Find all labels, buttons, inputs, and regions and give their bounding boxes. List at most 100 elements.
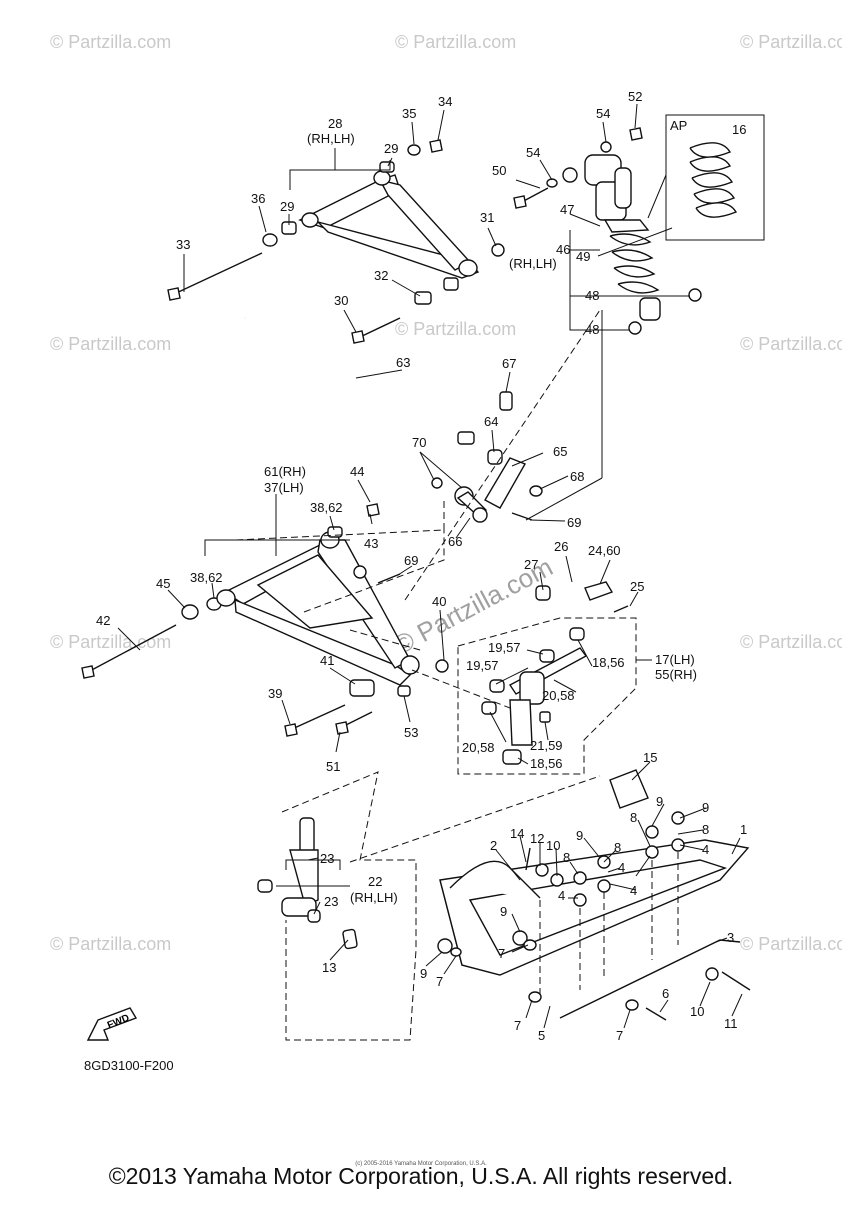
callout-31: 31 xyxy=(480,210,494,225)
callout-36: 36 xyxy=(251,191,265,206)
inset-ap-label: AP xyxy=(670,118,687,133)
callout-labels: 33 36 29 28 (RH,LH) 29 35 34 31 32 30 63… xyxy=(96,89,747,1043)
callout-4b: 4 xyxy=(630,883,637,898)
callout-70: 70 xyxy=(412,435,426,450)
callout-18-56: 18,56 xyxy=(592,655,625,670)
callout-47: 47 xyxy=(560,202,574,217)
callout-6: 6 xyxy=(662,986,669,1001)
callout-4c: 4 xyxy=(618,860,625,875)
callout-69b: 69 xyxy=(404,553,418,568)
watermarks: © Partzilla.com © Partzilla.com © Partzi… xyxy=(50,32,842,954)
forward-arrow-icon: FWD xyxy=(86,1007,138,1041)
watermark: © Partzilla.com xyxy=(740,632,842,652)
callout-7d: 7 xyxy=(616,1028,623,1043)
callout-21-59: 21,59 xyxy=(530,738,563,753)
shock-absorber-assembly xyxy=(513,127,702,335)
callout-23: 23 xyxy=(320,851,334,866)
watermark: © Partzilla.com xyxy=(395,319,516,339)
callout-38-62b: 38,62 xyxy=(190,570,223,585)
callout-5: 5 xyxy=(538,1028,545,1043)
callout-40: 40 xyxy=(432,594,446,609)
callout-48b: 48 xyxy=(585,322,599,337)
callout-35: 35 xyxy=(402,106,416,121)
upper-arm-assembly xyxy=(167,139,505,344)
callout-48: 48 xyxy=(585,288,599,303)
callout-68: 68 xyxy=(570,469,584,484)
callout-4d: 4 xyxy=(558,888,565,903)
callout-18-56b: 18,56 xyxy=(530,756,563,771)
watermark: © Partzilla.com xyxy=(740,334,842,354)
fine-print-copyright: (c) 2005-2016 Yamaha Motor Corporation, … xyxy=(355,1161,487,1167)
callout-14: 14 xyxy=(510,826,524,841)
callout-25: 25 xyxy=(630,579,644,594)
ski-spindle xyxy=(257,817,358,950)
callout-50: 50 xyxy=(492,163,506,178)
callout-61: 61(RH) xyxy=(264,464,306,479)
callout-29: 29 xyxy=(280,199,294,214)
callout-8c: 8 xyxy=(614,840,621,855)
callout-7a: 7 xyxy=(498,946,505,961)
callout-10a: 10 xyxy=(546,838,560,853)
watermark: © Partzilla.com xyxy=(50,334,171,354)
callout-28-sides: (RH,LH) xyxy=(307,131,355,146)
copyright-notice: ©2013 Yamaha Motor Corporation, U.S.A. A… xyxy=(108,1163,734,1189)
callout-46: 46 xyxy=(556,242,570,257)
callout-2: 2 xyxy=(490,838,497,853)
callout-54b: 54 xyxy=(596,106,610,121)
callout-67: 67 xyxy=(502,356,516,371)
diagram-code: 8GD3100-F200 xyxy=(84,1058,174,1073)
callout-32: 32 xyxy=(374,268,388,283)
callout-10b: 10 xyxy=(690,1004,704,1019)
watermark: © Partzilla.com xyxy=(50,934,171,954)
link-bracket xyxy=(431,391,543,523)
callout-54: 54 xyxy=(526,145,540,160)
callout-51: 51 xyxy=(326,759,340,774)
callout-26: 26 xyxy=(554,539,568,554)
callout-44: 44 xyxy=(350,464,364,479)
callout-23b: 23 xyxy=(324,894,338,909)
callout-63: 63 xyxy=(396,355,410,370)
watermark: © Partzilla.com xyxy=(50,632,171,652)
callout-4a: 4 xyxy=(702,842,709,857)
callout-34: 34 xyxy=(438,94,452,109)
callout-9b: 9 xyxy=(656,794,663,809)
callout-1: 1 xyxy=(740,822,747,837)
callout-43: 43 xyxy=(364,536,378,551)
callout-29b: 29 xyxy=(384,141,398,156)
callout-53: 53 xyxy=(404,725,418,740)
callout-9e: 9 xyxy=(420,966,427,981)
spring-inset xyxy=(647,114,765,241)
callout-42: 42 xyxy=(96,613,110,628)
callout-22: 22 xyxy=(368,874,382,889)
callout-28: 28 xyxy=(328,116,342,131)
callout-8b: 8 xyxy=(630,810,637,825)
callout-55: 55(RH) xyxy=(655,667,697,682)
callout-27: 27 xyxy=(524,557,538,572)
callout-15: 15 xyxy=(643,750,657,765)
callout-33: 33 xyxy=(176,237,190,252)
callout-46-sides: (RH,LH) xyxy=(509,256,557,271)
callout-9d: 9 xyxy=(500,904,507,919)
callout-19-57: 19,57 xyxy=(488,640,521,655)
callout-38-62: 38,62 xyxy=(310,500,343,515)
watermark: © Partzilla.com xyxy=(740,32,842,52)
callout-52: 52 xyxy=(628,89,642,104)
callout-8d: 8 xyxy=(563,850,570,865)
callout-19-57b: 19,57 xyxy=(466,658,499,673)
leader-lines xyxy=(117,103,743,1041)
callout-66: 66 xyxy=(448,534,462,549)
callout-65: 65 xyxy=(553,444,567,459)
callout-24-60: 24,60 xyxy=(588,543,621,558)
callout-9a: 9 xyxy=(702,800,709,815)
callout-69: 69 xyxy=(567,515,581,530)
callout-11: 11 xyxy=(724,1016,738,1031)
callout-30: 30 xyxy=(334,293,348,308)
callout-3: 3 xyxy=(727,930,734,945)
ski-assembly xyxy=(437,769,751,1021)
watermark: © Partzilla.com xyxy=(50,32,171,52)
callout-64: 64 xyxy=(484,414,498,429)
callout-41: 41 xyxy=(320,653,334,668)
callout-16: 16 xyxy=(732,122,746,137)
callout-49: 49 xyxy=(576,249,590,264)
